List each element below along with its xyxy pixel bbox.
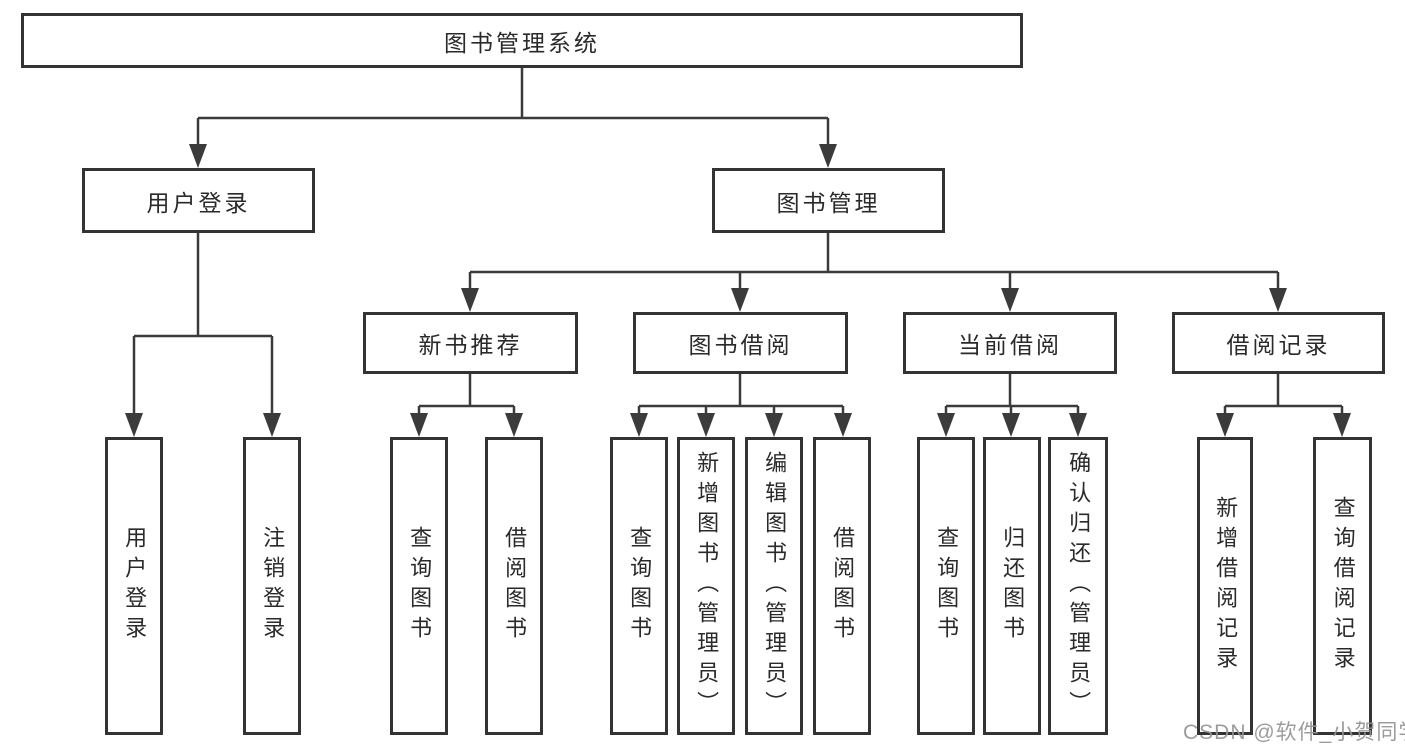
leaf-add-books-admin: 新增图书（管理员）: [677, 437, 735, 735]
leaf-return-books-label: 归还图书: [1000, 526, 1026, 646]
node-current-borrowing-label: 当前借阅: [958, 332, 1062, 358]
watermark: CSDN @软件_小贺同学: [1183, 721, 1405, 744]
leaf-query-books-current-label: 查询图书: [934, 526, 960, 646]
leaf-borrow-books-recommend: 借阅图书: [485, 437, 543, 735]
leaf-query-books-recommend-label: 查询图书: [407, 526, 433, 646]
node-borrowing-records: 借阅记录: [1172, 312, 1385, 374]
leaf-return-books: 归还图书: [983, 437, 1041, 735]
leaf-query-books-borrowing-label: 查询图书: [627, 526, 653, 646]
leaf-borrow-books-recommend-label: 借阅图书: [502, 526, 528, 646]
node-book-borrowing-label: 图书借阅: [688, 332, 793, 358]
leaf-add-borrow-record-label: 新增借阅记录: [1213, 496, 1239, 676]
leaf-borrow-books-borrowing-label: 借阅图书: [830, 526, 856, 646]
leaf-logout-label: 注销登录: [260, 526, 286, 646]
leaf-query-borrow-record-label: 查询借阅记录: [1330, 496, 1356, 676]
leaf-edit-books-admin-label: 编辑图书（管理员）: [762, 451, 788, 721]
node-book-management: 图书管理: [712, 168, 945, 233]
node-borrowing-records-label: 借阅记录: [1226, 332, 1331, 358]
node-book-management-label: 图书管理: [776, 189, 881, 216]
leaf-query-books-current: 查询图书: [917, 437, 975, 735]
leaf-add-books-admin-label: 新增图书（管理员）: [694, 451, 720, 721]
leaf-user-login: 用户登录: [105, 437, 163, 735]
leaf-confirm-return-admin: 确认归还（管理员）: [1048, 437, 1108, 735]
leaf-logout: 注销登录: [243, 437, 301, 735]
leaf-query-books-borrowing: 查询图书: [610, 437, 668, 735]
connector-segments: [132, 68, 1344, 415]
node-root-system: 图书管理系统: [21, 13, 1023, 68]
node-root-label: 图书管理系统: [444, 29, 600, 56]
leaf-confirm-return-admin-label: 确认归还（管理员）: [1066, 451, 1092, 721]
node-user-login: 用户登录: [82, 168, 315, 233]
node-new-book-recommend: 新书推荐: [363, 312, 578, 374]
node-book-borrowing: 图书借阅: [633, 312, 848, 374]
leaf-query-books-recommend: 查询图书: [390, 437, 448, 735]
leaf-add-borrow-record: 新增借阅记录: [1197, 437, 1253, 735]
leaf-borrow-books-borrowing: 借阅图书: [813, 437, 871, 735]
leaf-edit-books-admin: 编辑图书（管理员）: [745, 437, 803, 735]
node-new-book-recommend-label: 新书推荐: [418, 332, 523, 358]
arrowhead-icons: [125, 144, 1351, 437]
node-current-borrowing: 当前借阅: [903, 312, 1117, 374]
leaf-user-login-label: 用户登录: [122, 526, 148, 646]
leaf-query-borrow-record: 查询借阅记录: [1313, 437, 1372, 735]
node-user-login-label: 用户登录: [146, 189, 251, 216]
